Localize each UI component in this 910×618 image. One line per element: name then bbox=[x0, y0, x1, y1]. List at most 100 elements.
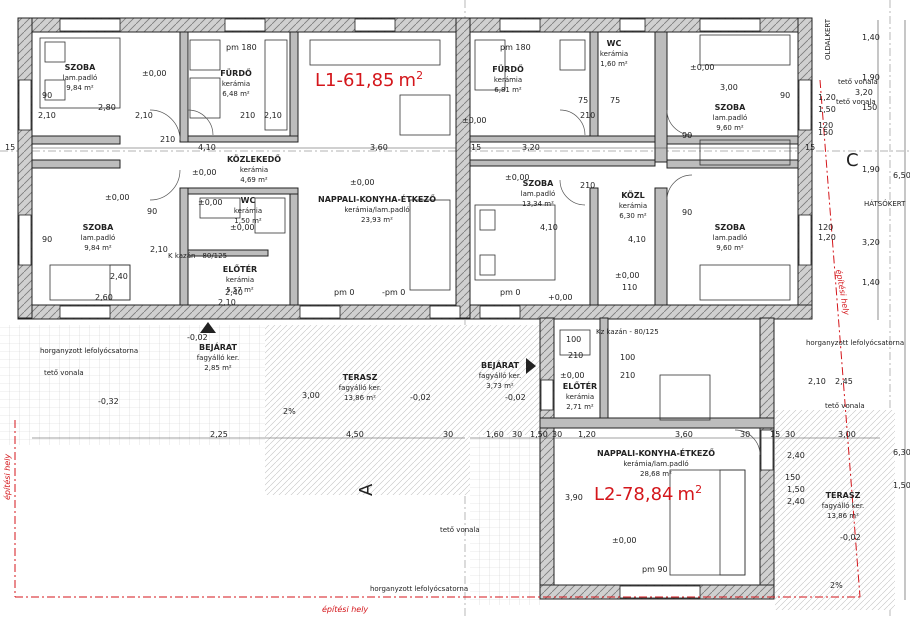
svg-text:4,69 m²: 4,69 m² bbox=[240, 176, 268, 184]
svg-text:C: C bbox=[846, 150, 859, 171]
svg-text:210: 210 bbox=[620, 371, 635, 380]
svg-text:horganyzott lefolyócsatorna: horganyzott lefolyócsatorna bbox=[806, 339, 904, 347]
svg-text:120: 120 bbox=[818, 121, 833, 130]
svg-text:kerámia: kerámia bbox=[600, 50, 628, 58]
svg-text:1,50: 1,50 bbox=[818, 105, 836, 114]
svg-text:2,10: 2,10 bbox=[38, 111, 56, 120]
svg-text:2,85 m²: 2,85 m² bbox=[204, 364, 232, 372]
svg-text:±0,00: ±0,00 bbox=[142, 69, 167, 78]
svg-text:kerámia/lam.padló: kerámia/lam.padló bbox=[623, 460, 688, 468]
svg-text:150: 150 bbox=[785, 473, 800, 482]
svg-text:2,10: 2,10 bbox=[150, 245, 168, 254]
svg-text:SZOBA: SZOBA bbox=[523, 179, 554, 188]
svg-text:WC: WC bbox=[241, 196, 256, 205]
svg-text:15: 15 bbox=[5, 143, 15, 152]
svg-text:30: 30 bbox=[740, 430, 750, 439]
svg-text:KÖZLEKEDŐ: KÖZLEKEDŐ bbox=[227, 154, 281, 164]
svg-text:pm 90: pm 90 bbox=[642, 565, 668, 574]
svg-text:2,25: 2,25 bbox=[210, 430, 228, 439]
svg-text:3,60: 3,60 bbox=[370, 143, 388, 152]
svg-text:1,60: 1,60 bbox=[486, 430, 504, 439]
svg-text:2,71 m²: 2,71 m² bbox=[566, 403, 594, 411]
svg-text:tető vonala: tető vonala bbox=[825, 401, 865, 410]
svg-text:NAPPALI-KONYHA-ÉTKEZŐ: NAPPALI-KONYHA-ÉTKEZŐ bbox=[597, 447, 715, 458]
svg-text:15: 15 bbox=[770, 430, 780, 439]
svg-text:210: 210 bbox=[580, 181, 595, 190]
svg-text:FÜRDŐ: FÜRDŐ bbox=[220, 68, 252, 78]
svg-text:ELŐTÉR: ELŐTÉR bbox=[223, 263, 257, 274]
svg-text:100: 100 bbox=[566, 335, 581, 344]
svg-text:3,60: 3,60 bbox=[675, 430, 693, 439]
svg-text:tető vonala: tető vonala bbox=[836, 97, 876, 106]
svg-text:75: 75 bbox=[578, 96, 588, 105]
svg-text:90: 90 bbox=[682, 208, 692, 217]
svg-text:építési hely: építési hely bbox=[2, 454, 12, 500]
svg-text:1,20: 1,20 bbox=[818, 233, 836, 242]
svg-text:4,10: 4,10 bbox=[198, 143, 216, 152]
svg-text:3,90: 3,90 bbox=[565, 493, 583, 502]
svg-text:100: 100 bbox=[620, 353, 635, 362]
svg-text:1,20: 1,20 bbox=[818, 93, 836, 102]
svg-text:horganyzott lefolyócsatorna: horganyzott lefolyócsatorna bbox=[370, 585, 468, 593]
furniture bbox=[39, 34, 791, 576]
svg-text:1,50: 1,50 bbox=[530, 430, 548, 439]
svg-text:tető vonala: tető vonala bbox=[838, 77, 878, 86]
svg-text:OLDALKERT: OLDALKERT bbox=[824, 18, 832, 60]
room-nappali-2: NAPPALI-KONYHA-ÉTKEZŐkerámia/lam.padló28… bbox=[597, 447, 715, 478]
svg-text:lam.padló: lam.padló bbox=[81, 234, 116, 242]
svg-text:3,00: 3,00 bbox=[838, 430, 856, 439]
svg-text:3,20: 3,20 bbox=[522, 143, 540, 152]
svg-text:210: 210 bbox=[240, 111, 255, 120]
annotations: K kazán - 80/125 Kz kazán - 80/125 horga… bbox=[2, 18, 906, 614]
svg-text:3,73 m²: 3,73 m² bbox=[486, 382, 514, 390]
svg-text:6,48 m²: 6,48 m² bbox=[222, 90, 250, 98]
svg-text:2,60: 2,60 bbox=[95, 293, 113, 302]
svg-text:75: 75 bbox=[610, 96, 620, 105]
svg-text:90: 90 bbox=[682, 131, 692, 140]
svg-text:2%: 2% bbox=[830, 581, 843, 590]
svg-text:2,10: 2,10 bbox=[264, 111, 282, 120]
svg-text:KÖZL: KÖZL bbox=[621, 190, 645, 200]
svg-text:6,30: 6,30 bbox=[893, 448, 910, 457]
svg-text:1,40: 1,40 bbox=[862, 33, 880, 42]
svg-text:13,34 m²: 13,34 m² bbox=[522, 200, 554, 208]
svg-text:±0,00: ±0,00 bbox=[230, 223, 255, 232]
svg-text:9,60 m²: 9,60 m² bbox=[716, 124, 744, 132]
svg-text:2,40: 2,40 bbox=[225, 288, 243, 297]
svg-text:110: 110 bbox=[622, 283, 637, 292]
svg-text:kerámia/lam.padló: kerámia/lam.padló bbox=[344, 206, 409, 214]
svg-text:±0,00: ±0,00 bbox=[350, 178, 375, 187]
svg-text:A: A bbox=[356, 483, 377, 496]
svg-text:építési hely: építési hely bbox=[322, 604, 368, 614]
svg-text:kerámia: kerámia bbox=[494, 76, 522, 84]
svg-text:kerámia: kerámia bbox=[566, 393, 594, 401]
svg-text:±0,00: ±0,00 bbox=[105, 193, 130, 202]
svg-text:3,20: 3,20 bbox=[862, 238, 880, 247]
svg-text:6,81 m²: 6,81 m² bbox=[494, 86, 522, 94]
svg-text:pm 0: pm 0 bbox=[334, 288, 355, 297]
terrace-areas bbox=[0, 325, 895, 610]
entrance-arrows bbox=[200, 322, 536, 374]
svg-text:13,86 m²: 13,86 m² bbox=[344, 394, 376, 402]
svg-text:150: 150 bbox=[818, 128, 833, 137]
svg-text:1,60 m²: 1,60 m² bbox=[600, 60, 628, 68]
svg-text:NAPPALI-KONYHA-ÉTKEZŐ: NAPPALI-KONYHA-ÉTKEZŐ bbox=[318, 193, 436, 204]
svg-text:±0,00: ±0,00 bbox=[690, 63, 715, 72]
svg-text:1,20: 1,20 bbox=[578, 430, 596, 439]
svg-text:-0,32: -0,32 bbox=[98, 397, 119, 406]
